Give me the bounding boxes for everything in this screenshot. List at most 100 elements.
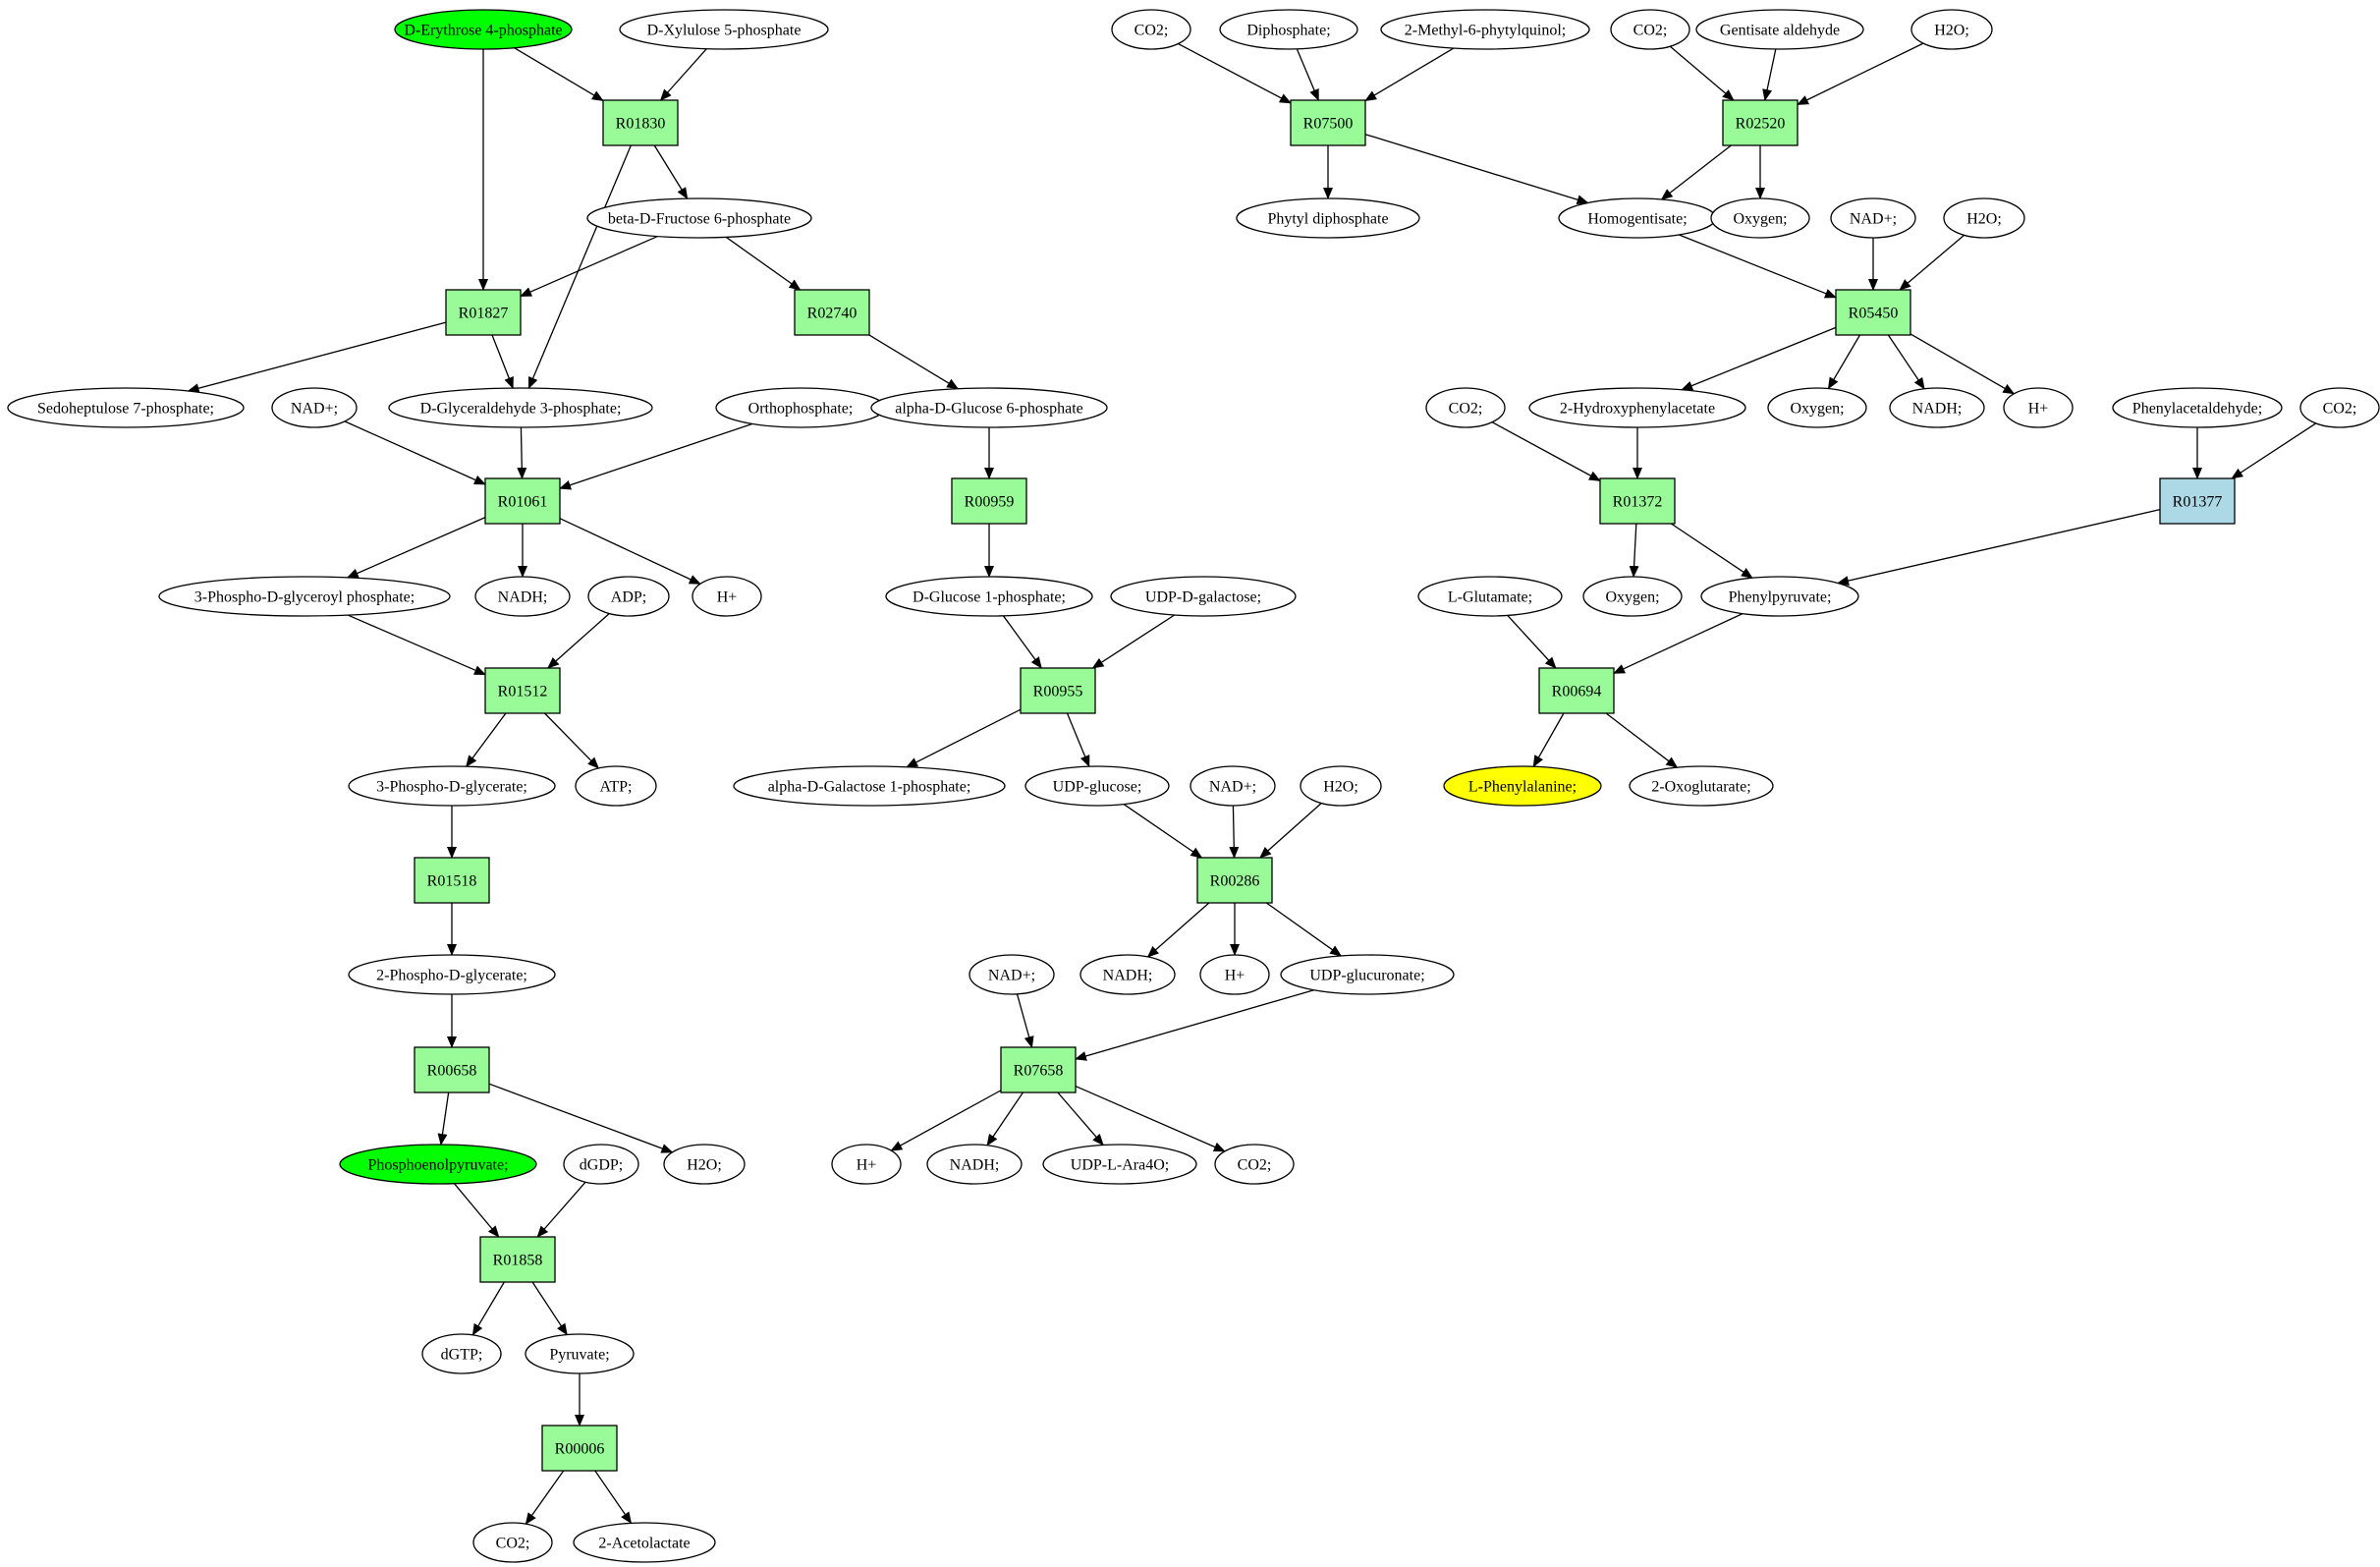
edge-r01512-to-n_3pg <box>466 712 507 767</box>
node-label: UDP-D-galactose; <box>1145 589 1261 606</box>
compound-node-n_h2o4: H2O; <box>1943 197 2025 239</box>
reaction-box <box>1599 477 1676 525</box>
node-label: NADH; <box>1103 968 1153 984</box>
compound-ellipse <box>158 576 451 617</box>
compound-node-n_s7p: Sedoheptulose 7-phosphate; <box>7 387 245 428</box>
reaction-box <box>951 477 1027 525</box>
compound-node-n_2pg: 2-Phospho-D-glycerate; <box>348 954 556 995</box>
node-label: D-Glyceraldehyde 3-phosphate; <box>420 401 622 418</box>
edge-r07658-to-n_udpara <box>1057 1091 1104 1147</box>
reaction-box <box>1835 289 1911 336</box>
reaction-box <box>484 667 561 714</box>
edge-r01858-to-n_dgtp <box>471 1281 505 1336</box>
node-label: dGTP; <box>441 1347 483 1364</box>
node-label: CO2; <box>496 1536 530 1552</box>
compound-node-n_g3p: D-Glyceraldehyde 3-phosphate; <box>388 387 653 428</box>
compound-ellipse <box>1190 765 1276 807</box>
compound-node-n_phpyr: Phenylpyruvate; <box>1700 576 1859 617</box>
compound-ellipse <box>575 765 657 807</box>
node-label: R00658 <box>427 1063 477 1080</box>
compound-node-n_atp: ATP; <box>575 765 657 807</box>
compound-ellipse <box>421 1333 502 1374</box>
compound-ellipse <box>1236 197 1420 239</box>
compound-node-n_nad4: NAD+; <box>1830 197 1916 239</box>
compound-node-n_bf6p: beta-D-Fructose 6-phosphate <box>586 197 812 239</box>
compound-ellipse <box>7 387 245 428</box>
compound-ellipse <box>1110 576 1297 617</box>
edge-r01830-to-n_g3p <box>527 144 632 389</box>
compound-ellipse <box>663 1144 746 1185</box>
compound-ellipse <box>1300 765 1382 807</box>
compound-ellipse <box>1943 197 2025 239</box>
edge-n_glu-to-r00694 <box>1507 614 1557 669</box>
edge-n_bf6p-to-r02740 <box>725 236 802 291</box>
edge-n_co2_3-to-r07500 <box>1178 42 1292 104</box>
compound-node-n_nadh2: NADH; <box>1079 954 1176 995</box>
compound-ellipse <box>1629 765 1774 807</box>
compound-ellipse <box>619 9 829 50</box>
node-label: NAD+; <box>1209 779 1256 796</box>
compound-ellipse <box>692 576 762 617</box>
compound-ellipse <box>1610 9 1690 50</box>
edge-n_co2_6-to-r01377 <box>2231 422 2317 479</box>
reaction-node-r02740: R02740 <box>794 289 870 336</box>
edge-r01512-to-n_atp <box>544 712 600 769</box>
edge-r01827-to-n_g3p <box>491 334 514 389</box>
compound-ellipse <box>563 1144 639 1185</box>
compound-node-n_h1: H+ <box>692 576 762 617</box>
edge-r02740-to-n_ag6p <box>868 334 960 390</box>
reaction-node-r07658: R07658 <box>1000 1046 1077 1093</box>
node-label: Phenylpyruvate; <box>1729 589 1832 606</box>
compound-node-n_ag6p: alpha-D-Glucose 6-phosphate <box>870 387 1108 428</box>
edge-r01377-to-n_phpyr <box>1837 509 2161 586</box>
compound-ellipse <box>587 576 670 617</box>
compound-node-n_agal1p: alpha-D-Galactose 1-phosphate; <box>733 765 1006 807</box>
node-label: R01518 <box>427 873 477 890</box>
compound-ellipse <box>339 1144 537 1185</box>
node-label: NAD+; <box>988 968 1035 984</box>
edge-r01830-to-n_bf6p <box>653 144 689 199</box>
compound-node-n_nad3: NAD+; <box>969 954 1055 995</box>
node-label: NAD+; <box>291 401 338 418</box>
node-label: R01372 <box>1613 494 1663 511</box>
edge-r01372-to-n_phpyr <box>1671 523 1753 579</box>
edge-n_bf6p-to-r01827 <box>520 235 658 298</box>
compound-node-n_co2_3: CO2; <box>1111 9 1191 50</box>
compound-ellipse <box>1199 954 1270 995</box>
node-label: R01858 <box>493 1253 543 1269</box>
compound-ellipse <box>1425 387 1506 428</box>
compound-node-n_o2_3: Oxygen; <box>1582 576 1683 617</box>
reaction-box <box>1000 1046 1077 1093</box>
edge-r00286-to-n_nadh2 <box>1146 902 1210 958</box>
node-label: 3-Phospho-D-glyceroyl phosphate; <box>194 589 415 606</box>
node-label: Phenylacetaldehyde; <box>2132 401 2262 418</box>
node-label: Gentisate aldehyde <box>1720 23 1840 39</box>
compound-node-n_e4p: D-Erythrose 4-phosphate <box>394 9 573 50</box>
compound-ellipse <box>271 387 358 428</box>
edge-r00658-to-n_pep <box>437 1091 450 1146</box>
node-label: NADH; <box>950 1157 1000 1174</box>
reaction-box <box>1538 667 1615 714</box>
compound-node-n_phytpp: Phytyl diphosphate <box>1236 197 1420 239</box>
compound-ellipse <box>969 954 1055 995</box>
reaction-box <box>2159 477 2236 525</box>
node-label: H+ <box>1225 968 1245 984</box>
edge-n_g1p-to-r00955 <box>1002 615 1042 669</box>
node-label: R01512 <box>498 684 548 700</box>
edge-r01827-to-n_s7p <box>187 321 447 394</box>
edge-r00006-to-n_co2_2 <box>525 1470 565 1525</box>
compound-node-n_bpg: 3-Phospho-D-glyceroyl phosphate; <box>158 576 451 617</box>
edge-r00286-to-n_udpglcu <box>1265 902 1343 957</box>
reaction-node-r01830: R01830 <box>602 99 679 146</box>
compound-node-n_phe: L-Phenylalanine; <box>1443 765 1602 807</box>
compound-ellipse <box>1528 387 1746 428</box>
compound-ellipse <box>1710 197 1810 239</box>
compound-ellipse <box>525 1333 635 1374</box>
node-label: D-Erythrose 4-phosphate <box>404 23 562 39</box>
compound-ellipse <box>573 1522 716 1563</box>
reaction-box <box>414 857 490 904</box>
reaction-node-r00006: R00006 <box>541 1425 618 1472</box>
compound-node-n_co2_2: CO2; <box>472 1522 553 1563</box>
compound-ellipse <box>1214 1144 1295 1185</box>
